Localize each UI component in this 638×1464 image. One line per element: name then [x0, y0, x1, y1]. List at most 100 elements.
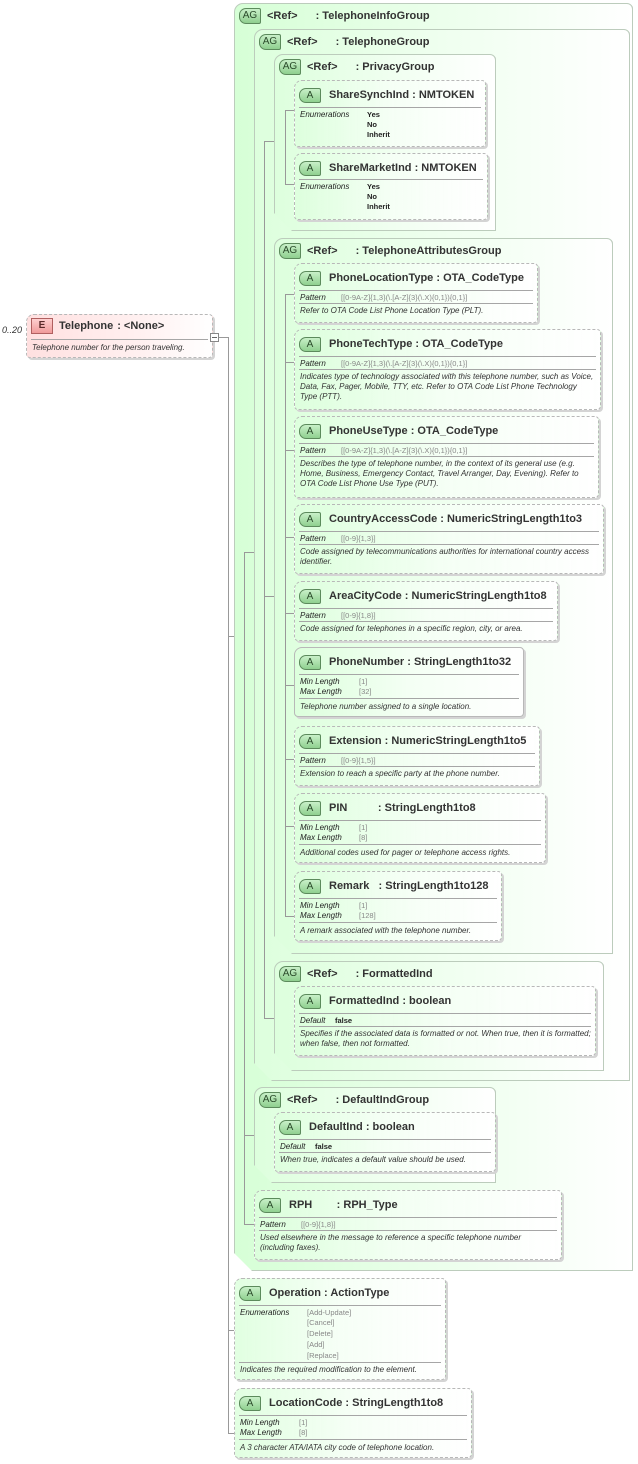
occurrence-label: 0..20	[2, 325, 23, 335]
prop-label: Pattern	[260, 1220, 286, 1229]
attribute-doc: Code assigned for telephones in a specif…	[300, 624, 523, 633]
telephone-element[interactable]: E Telephone : <None> Telephone number fo…	[26, 314, 213, 358]
prop-label: Min Length	[300, 677, 340, 686]
pattern-value: [[0-9]{1,8}]	[341, 611, 376, 620]
attribute-group-icon: AG	[279, 59, 301, 75]
prop-label: Pattern	[300, 756, 326, 765]
attribute-country-access-code[interactable]: A CountryAccessCode : NumericStringLength…	[294, 504, 604, 574]
min-length-value: [1]	[359, 823, 368, 832]
min-length-value: [1]	[359, 677, 368, 686]
max-length-value: [8]	[299, 1428, 308, 1437]
pattern-value: [[0-9]{1,5}]	[341, 756, 376, 765]
prop-label: Min Length	[240, 1418, 280, 1427]
element-name: Telephone	[59, 320, 114, 332]
attribute-icon: A	[299, 800, 321, 816]
group-ref: <Ref>	[287, 36, 318, 48]
attribute-icon: A	[299, 654, 321, 670]
prop-label: Default	[300, 1016, 326, 1025]
attribute-doc: Code assigned by telecommunications auth…	[300, 547, 590, 566]
attribute-title: PhoneTechType : OTA_CodeType	[329, 338, 503, 350]
collapse-toggle-icon[interactable]	[210, 333, 219, 342]
attribute-doc: A 3 character ATA/IATA city code of tele…	[240, 1443, 435, 1452]
prop-label: Enumerations	[300, 182, 350, 191]
attribute-doc: Used elsewhere in the message to referen…	[260, 1233, 522, 1252]
attribute-title: Remark : StringLength1to128	[329, 880, 489, 892]
enum-value: Inherit	[367, 130, 390, 139]
attribute-icon: A	[239, 1285, 261, 1301]
element-badge-icon: E	[31, 318, 53, 334]
attribute-group-icon: AG	[239, 8, 261, 24]
pattern-value: [[0-9A-Z]{1,3}(\.[A-Z]{3}(\.X){0,1}){0,1…	[341, 446, 468, 455]
attribute-doc: Indicates the required modification to t…	[240, 1365, 417, 1374]
element-doc: Telephone number for the person travelin…	[32, 343, 185, 352]
prop-label: Max Length	[300, 911, 342, 920]
attribute-formatted-ind[interactable]: A FormattedInd : boolean Default false Sp…	[294, 986, 596, 1056]
prop-label: Min Length	[300, 823, 340, 832]
attribute-icon: A	[299, 878, 321, 894]
prop-label: Pattern	[300, 534, 326, 543]
enum-value: No	[367, 120, 377, 129]
attribute-icon: A	[299, 87, 321, 103]
prop-label: Pattern	[300, 359, 326, 368]
attribute-icon: A	[239, 1395, 261, 1411]
attribute-title: ShareSynchInd : NMTOKEN	[329, 89, 475, 101]
group-ref: <Ref>	[307, 968, 338, 980]
attribute-title: CountryAccessCode : NumericStringLength1…	[329, 513, 583, 525]
attribute-icon: A	[299, 993, 321, 1009]
attribute-title: Operation : ActionType	[269, 1287, 390, 1299]
group-ref: <Ref>	[287, 1094, 318, 1106]
attribute-group-icon: AG	[259, 1092, 281, 1108]
attribute-group-icon: AG	[279, 966, 301, 982]
enum-value: Yes	[367, 110, 380, 119]
attribute-doc: Additional codes used for pager or telep…	[300, 848, 511, 857]
element-type: : <None>	[117, 320, 165, 332]
attribute-title: PIN : StringLength1to8	[329, 802, 476, 814]
min-length-value: [1]	[299, 1418, 308, 1427]
enum-value: No	[367, 192, 377, 201]
attribute-icon: A	[299, 511, 321, 527]
attribute-doc: Describes the type of telephone number, …	[300, 459, 579, 488]
max-length-value: [8]	[359, 833, 368, 842]
group-name: : FormattedInd	[355, 968, 433, 980]
group-name: : TelephoneGroup	[335, 36, 430, 48]
attribute-location-code[interactable]: A LocationCode : StringLength1to8 Min Len…	[234, 1388, 472, 1458]
attribute-icon: A	[299, 270, 321, 286]
enum-value: [Add-Update]	[307, 1308, 352, 1317]
attribute-title: FormattedInd : boolean	[329, 995, 452, 1007]
enum-value: [Delete]	[307, 1329, 333, 1338]
attribute-icon: A	[259, 1197, 281, 1213]
default-value: false	[335, 1016, 353, 1025]
attribute-doc: When true, indicates a default value sho…	[280, 1155, 466, 1164]
attribute-title: LocationCode : StringLength1to8	[269, 1397, 444, 1409]
prop-label: Max Length	[300, 687, 342, 696]
attribute-icon: A	[299, 733, 321, 749]
prop-label: Pattern	[300, 611, 326, 620]
group-name: : TelephoneAttributesGroup	[355, 245, 502, 257]
group-name: : TelephoneInfoGroup	[315, 10, 430, 22]
attribute-doc: Specifies if the associated data is form…	[300, 1029, 591, 1048]
attribute-title: ShareMarketInd : NMTOKEN	[329, 162, 477, 174]
min-length-value: [1]	[359, 901, 368, 910]
pattern-value: [[0-9]{1,8}]	[301, 1220, 336, 1229]
attribute-icon: A	[299, 160, 321, 176]
enum-value: [Cancel]	[307, 1318, 335, 1327]
enum-value: Inherit	[367, 202, 390, 211]
enum-value: [Replace]	[307, 1351, 339, 1360]
group-ref: <Ref>	[267, 10, 298, 22]
attribute-doc: Indicates type of technology associated …	[300, 372, 594, 401]
prop-label: Enumerations	[300, 110, 350, 119]
attribute-share-synch-ind[interactable]: A ShareSynchInd : NMTOKEN Enumerations Ye…	[294, 80, 486, 147]
group-name: : DefaultIndGroup	[335, 1094, 430, 1106]
